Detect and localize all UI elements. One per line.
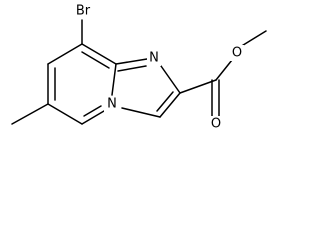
bridgehead-nitrogen-label-bg bbox=[104, 96, 119, 112]
structure-canvas: Br N N O O bbox=[0, 0, 272, 134]
bond-c5-n4-double bbox=[83, 105, 102, 117]
bond-ester-o-methyl bbox=[239, 30, 267, 48]
bond-n4-c8a bbox=[111, 63, 117, 96]
bond-c6-c5 bbox=[47, 103, 83, 125]
bond-c2-c3 bbox=[159, 92, 181, 118]
chemical-structure-diagram: Br N N O O bbox=[11, 3, 267, 132]
bond-n1-c2 bbox=[160, 65, 181, 94]
ester-oxygen-label-bg bbox=[229, 45, 244, 61]
carbonyl-oxygen-label-bg bbox=[208, 116, 223, 132]
bond-c8a-n1-double bbox=[117, 65, 147, 72]
carbonyl-oxygen-label: O bbox=[211, 117, 221, 132]
bond-c3-n4 bbox=[121, 107, 161, 118]
bond-c8-c7 bbox=[47, 43, 83, 65]
bond-c8a-n1 bbox=[115, 58, 148, 65]
imine-nitrogen-label: N bbox=[149, 51, 159, 66]
ester-oxygen-label: O bbox=[232, 46, 242, 61]
imine-nitrogen-label-bg bbox=[147, 50, 161, 66]
bridgehead-nitrogen-label: N bbox=[107, 97, 117, 112]
bond-c6-methyl bbox=[11, 103, 49, 125]
bond-c8a-c8 bbox=[81, 43, 117, 65]
bond-carbonyl-ester-o bbox=[215, 59, 233, 81]
bromine-label-bg bbox=[72, 3, 94, 19]
bond-c8a-c8-double bbox=[81, 51, 110, 69]
bond-c5-n4 bbox=[81, 110, 105, 125]
bond-c2-c3-double bbox=[156, 91, 174, 112]
bromine-atom-label: Br bbox=[76, 4, 91, 19]
bond-c2-carbonyl bbox=[179, 79, 217, 94]
